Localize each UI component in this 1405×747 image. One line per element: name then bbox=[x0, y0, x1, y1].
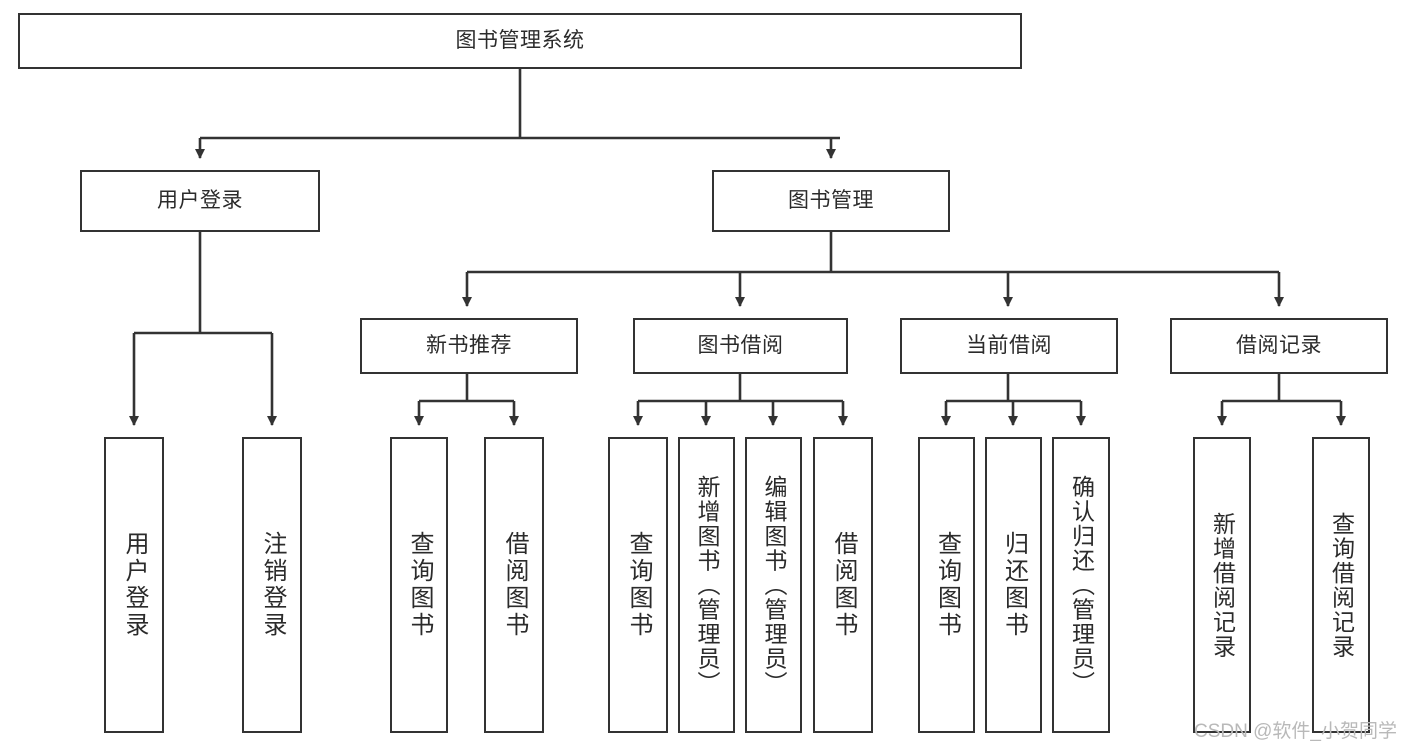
node-label: 图书管理系统 bbox=[455, 29, 585, 53]
node-label: 查询借阅记录 bbox=[1328, 511, 1355, 659]
node-label: 查询图书 bbox=[406, 531, 433, 639]
leaf-edit-book-admin[interactable]: 编辑图书（管理员） bbox=[745, 437, 802, 733]
node-label: 归还图书 bbox=[1000, 531, 1028, 639]
leaf-logout[interactable]: 注销登录 bbox=[242, 437, 302, 733]
leaf-user-login[interactable]: 用户登录 bbox=[104, 437, 164, 733]
node-borrow-record[interactable]: 借阅记录 bbox=[1170, 318, 1388, 374]
node-label: 新增图书（管理员） bbox=[694, 474, 720, 696]
node-book-management[interactable]: 图书管理 bbox=[712, 170, 950, 232]
node-label: 图书管理 bbox=[788, 189, 874, 213]
leaf-return-book[interactable]: 归还图书 bbox=[985, 437, 1042, 733]
csdn-watermark: CSDN @软件_小贺同学 bbox=[1194, 721, 1397, 742]
leaf-query-book-recommend[interactable]: 查询图书 bbox=[390, 437, 448, 733]
node-label: 注销登录 bbox=[259, 531, 286, 639]
node-label: 编辑图书（管理员） bbox=[761, 474, 787, 696]
node-label: 确认归还（管理员） bbox=[1068, 474, 1095, 696]
node-label: 借阅图书 bbox=[501, 531, 528, 639]
node-label: 图书借阅 bbox=[697, 334, 784, 358]
leaf-add-book-admin[interactable]: 新增图书（管理员） bbox=[678, 437, 735, 733]
node-label: 用户登录 bbox=[157, 189, 243, 213]
leaf-confirm-return-admin[interactable]: 确认归还（管理员） bbox=[1052, 437, 1110, 733]
node-label: 用户登录 bbox=[121, 531, 148, 639]
node-label: 借阅图书 bbox=[830, 531, 857, 639]
leaf-query-borrow-record[interactable]: 查询借阅记录 bbox=[1312, 437, 1370, 733]
node-user-login[interactable]: 用户登录 bbox=[80, 170, 320, 232]
leaf-add-borrow-record[interactable]: 新增借阅记录 bbox=[1193, 437, 1251, 733]
node-label: 新书推荐 bbox=[426, 334, 512, 358]
leaf-borrow-book[interactable]: 借阅图书 bbox=[813, 437, 873, 733]
node-new-book-recommend[interactable]: 新书推荐 bbox=[360, 318, 578, 374]
node-label: 查询图书 bbox=[625, 531, 652, 639]
node-label: 借阅记录 bbox=[1236, 334, 1322, 358]
node-book-management-system[interactable]: 图书管理系统 bbox=[18, 13, 1022, 69]
node-current-borrow[interactable]: 当前借阅 bbox=[900, 318, 1118, 374]
node-label: 当前借阅 bbox=[966, 334, 1052, 358]
node-label: 查询图书 bbox=[933, 531, 961, 639]
node-book-borrow[interactable]: 图书借阅 bbox=[633, 318, 848, 374]
node-label: 新增借阅记录 bbox=[1209, 511, 1236, 659]
leaf-query-book-borrow[interactable]: 查询图书 bbox=[608, 437, 668, 733]
leaf-borrow-book-recommend[interactable]: 借阅图书 bbox=[484, 437, 544, 733]
leaf-query-book-current[interactable]: 查询图书 bbox=[918, 437, 975, 733]
